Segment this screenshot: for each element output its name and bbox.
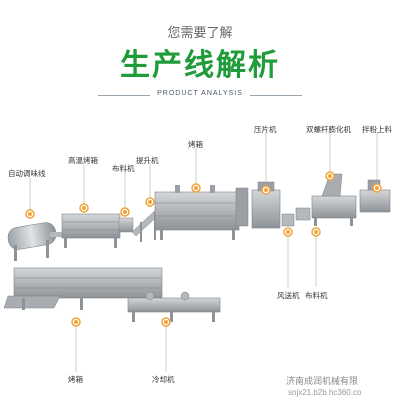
marker-oven-bottom xyxy=(71,317,81,327)
label-hoist: 提升机 xyxy=(136,156,159,165)
label-oven-bottom: 烤箱 xyxy=(68,375,83,384)
marker-blower xyxy=(283,227,293,237)
marker-hoist xyxy=(145,197,155,207)
label-auto-seasoning: 自动调味线 xyxy=(8,169,46,178)
marker-auto-seasoning xyxy=(25,209,35,219)
analysis-text: PRODUCT ANALYSIS xyxy=(157,90,243,97)
watermark-company: 济南成润机械有限 xyxy=(286,377,359,387)
cooler xyxy=(127,291,221,322)
oven-top xyxy=(154,185,249,240)
seasoning-drum xyxy=(7,222,68,261)
marker-distributor-1 xyxy=(120,207,130,217)
label-high-temp-oven: 高温烤箱 xyxy=(68,156,98,165)
blower-parts xyxy=(281,207,311,227)
twin-screw-extruder xyxy=(311,173,357,226)
distributor-1 xyxy=(118,217,134,233)
label-flaker: 压片机 xyxy=(254,125,277,134)
leader-lines xyxy=(29,132,378,372)
marker-twin-screw xyxy=(325,171,335,181)
marker-distributor-2 xyxy=(311,227,321,237)
marker-oven-top xyxy=(191,183,201,193)
marker-cooler xyxy=(161,317,171,327)
high-temp-oven xyxy=(61,213,121,248)
marker-high-temp-oven xyxy=(79,203,89,213)
label-distributor-2: 布料机 xyxy=(305,291,328,300)
divider-left xyxy=(98,95,150,96)
page-subtitle: 您需要了解 xyxy=(167,26,233,41)
marker-flaker xyxy=(261,185,271,195)
label-cooler: 冷却机 xyxy=(152,375,175,384)
divider-right xyxy=(250,95,302,96)
page-title: 生产线解析 xyxy=(120,48,280,83)
label-mixer: 拌粉上料 xyxy=(362,125,392,134)
label-distributor-1: 布料机 xyxy=(112,164,135,173)
label-twin-screw: 双螺杆膨化机 xyxy=(306,125,351,134)
analysis-banner: PRODUCT ANALYSIS xyxy=(0,89,400,101)
label-blower: 风送机 xyxy=(277,291,300,300)
markers xyxy=(25,171,382,327)
watermark-site: snjx21.b2b.hc360.co xyxy=(288,388,362,397)
label-oven-top: 烤箱 xyxy=(188,140,203,149)
marker-mixer xyxy=(372,183,382,193)
